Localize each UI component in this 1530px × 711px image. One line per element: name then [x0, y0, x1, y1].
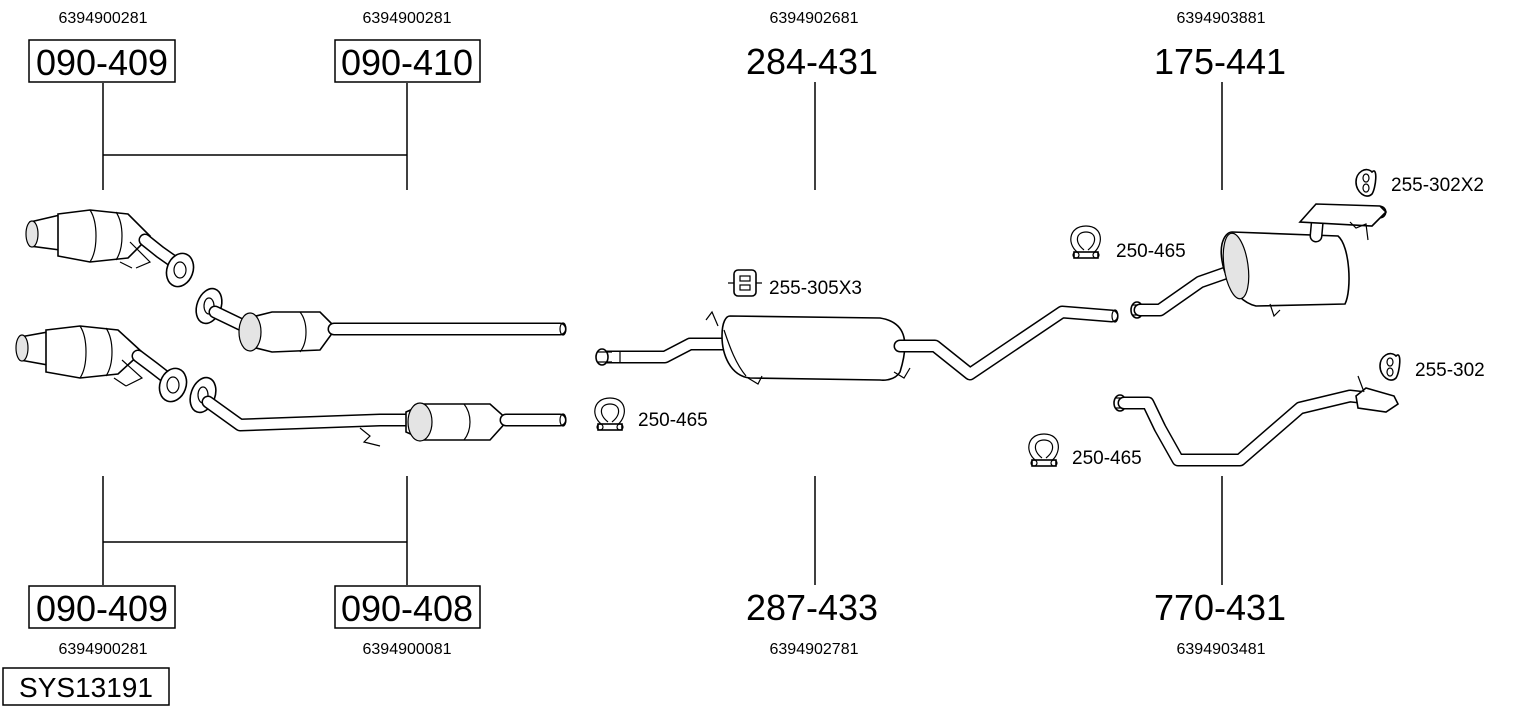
- pipe-clamp-250-465-left[interactable]: 250-465: [594, 397, 708, 431]
- part-1-label: 090-409: [36, 42, 168, 83]
- rubber-ring-255-302[interactable]: 255-302: [1379, 352, 1485, 381]
- part-7-label[interactable]: 287-433: [746, 587, 878, 628]
- pipe-clamp-label: 250-465: [638, 410, 708, 431]
- pipe-clamp-label: 250-465: [1116, 241, 1186, 262]
- rubber-ring-icon: [1379, 352, 1401, 381]
- part-3-label[interactable]: 284-431: [746, 41, 878, 82]
- system-code-box: SYS13191: [2, 667, 170, 706]
- part-5-label: 090-409: [36, 588, 168, 629]
- rear-silencer-drawing[interactable]: [1130, 203, 1388, 319]
- middle-silencer-drawing[interactable]: [595, 305, 1119, 385]
- part-3-oe-number: 6394902681: [770, 10, 859, 27]
- catalyst-upper-drawing[interactable]: [25, 209, 198, 290]
- rubber-ring-icon: [1355, 168, 1377, 197]
- part-2-oe-number: 6394900281: [363, 10, 452, 27]
- part-7-oe-number: 6394902781: [770, 641, 859, 658]
- pipe-clamp-250-465-lower-right[interactable]: 250-465: [1028, 433, 1142, 469]
- leader-lines: [102, 82, 1223, 585]
- part-4-oe-number: 6394903881: [1177, 10, 1266, 27]
- pipe-clamp-icon: [594, 397, 625, 431]
- part-2-label-box[interactable]: 090-410: [334, 39, 481, 83]
- catalyst-410-drawing[interactable]: [192, 285, 567, 353]
- system-code: SYS13191: [19, 672, 153, 703]
- pipe-clamp-250-465-upper-right[interactable]: 250-465: [1070, 225, 1186, 262]
- part-6-oe-number: 6394900081: [363, 641, 452, 658]
- rubber-ring-255-302x2[interactable]: 255-302X2: [1355, 168, 1484, 197]
- part-6-label-box[interactable]: 090-408: [334, 585, 481, 629]
- part-5-oe-number: 6394900281: [59, 641, 148, 658]
- rubber-hanger-label: 255-305X3: [769, 278, 862, 299]
- part-6-label: 090-408: [341, 588, 473, 629]
- pipe-clamp-label: 250-465: [1072, 448, 1142, 469]
- part-4-label[interactable]: 175-441: [1154, 41, 1286, 82]
- pipe-clamp-icon: [1028, 433, 1059, 467]
- rubber-ring-label: 255-302X2: [1391, 175, 1484, 196]
- part-8-label[interactable]: 770-431: [1154, 587, 1286, 628]
- part-8-oe-number: 6394903481: [1177, 641, 1266, 658]
- pipe-clamp-icon: [1070, 225, 1101, 259]
- front-pipe-408-drawing[interactable]: [186, 374, 567, 447]
- tail-pipe-drawing[interactable]: [1113, 375, 1400, 467]
- part-1-label-box[interactable]: 090-409: [28, 39, 176, 83]
- part-5-label-box[interactable]: 090-409: [28, 585, 176, 629]
- part-1-oe-number: 6394900281: [59, 10, 148, 27]
- rubber-hanger-icon: [728, 269, 762, 297]
- catalyst-lower-drawing[interactable]: [15, 325, 191, 405]
- part-2-label: 090-410: [341, 42, 473, 83]
- rubber-hanger-255-305x3[interactable]: 255-305X3: [728, 269, 862, 299]
- rubber-ring-label: 255-302: [1415, 360, 1485, 381]
